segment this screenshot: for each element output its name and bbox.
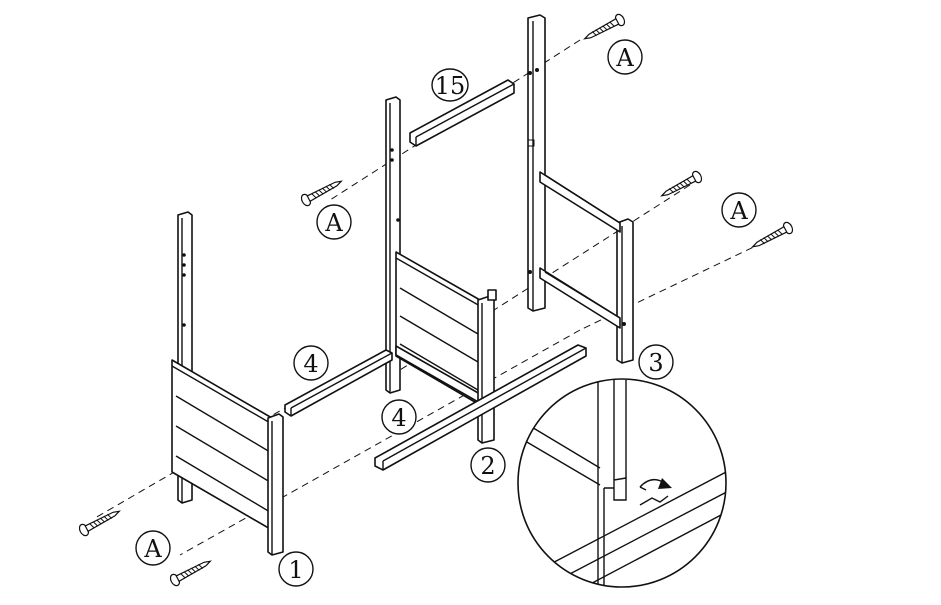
svg-text:A: A [615,44,634,72]
back-leg-frame-3 [527,14,634,364]
detail-magnifier [517,378,727,588]
screw-icon [299,175,345,208]
label-screw-a: A [135,530,171,566]
screw-icon [749,220,795,253]
label-screw-a: A [607,39,643,75]
svg-text:A: A [324,209,343,237]
screw-icon [77,505,123,538]
screw-icon [658,169,704,202]
label-part-1: 1 [278,551,314,587]
svg-text:4: 4 [303,350,318,378]
svg-text:4: 4 [391,404,406,432]
lower-beam-2 [374,344,587,471]
label-screw-a: A [316,204,352,240]
label-part-2: 2 [470,447,506,483]
label-part-3: 3 [638,344,674,380]
top-beam-15 [409,79,515,147]
front-leg-frame-1 [171,211,284,556]
label-part-4: 4 [381,399,417,435]
label-screw-a: A [721,192,757,228]
svg-text:A: A [729,197,748,225]
svg-text:2: 2 [480,452,495,480]
label-part-4: 4 [293,345,329,381]
svg-text:A: A [143,535,162,563]
svg-text:3: 3 [648,349,663,377]
label-part-15: 15 [431,68,469,102]
curved-arrow-icon [639,478,672,491]
svg-text:1: 1 [288,556,303,584]
middle-leg-frame [385,96,497,444]
screw-icon [581,12,627,45]
svg-text:15: 15 [435,72,466,100]
screw-icon [168,555,214,588]
side-rail-4 [284,349,393,417]
